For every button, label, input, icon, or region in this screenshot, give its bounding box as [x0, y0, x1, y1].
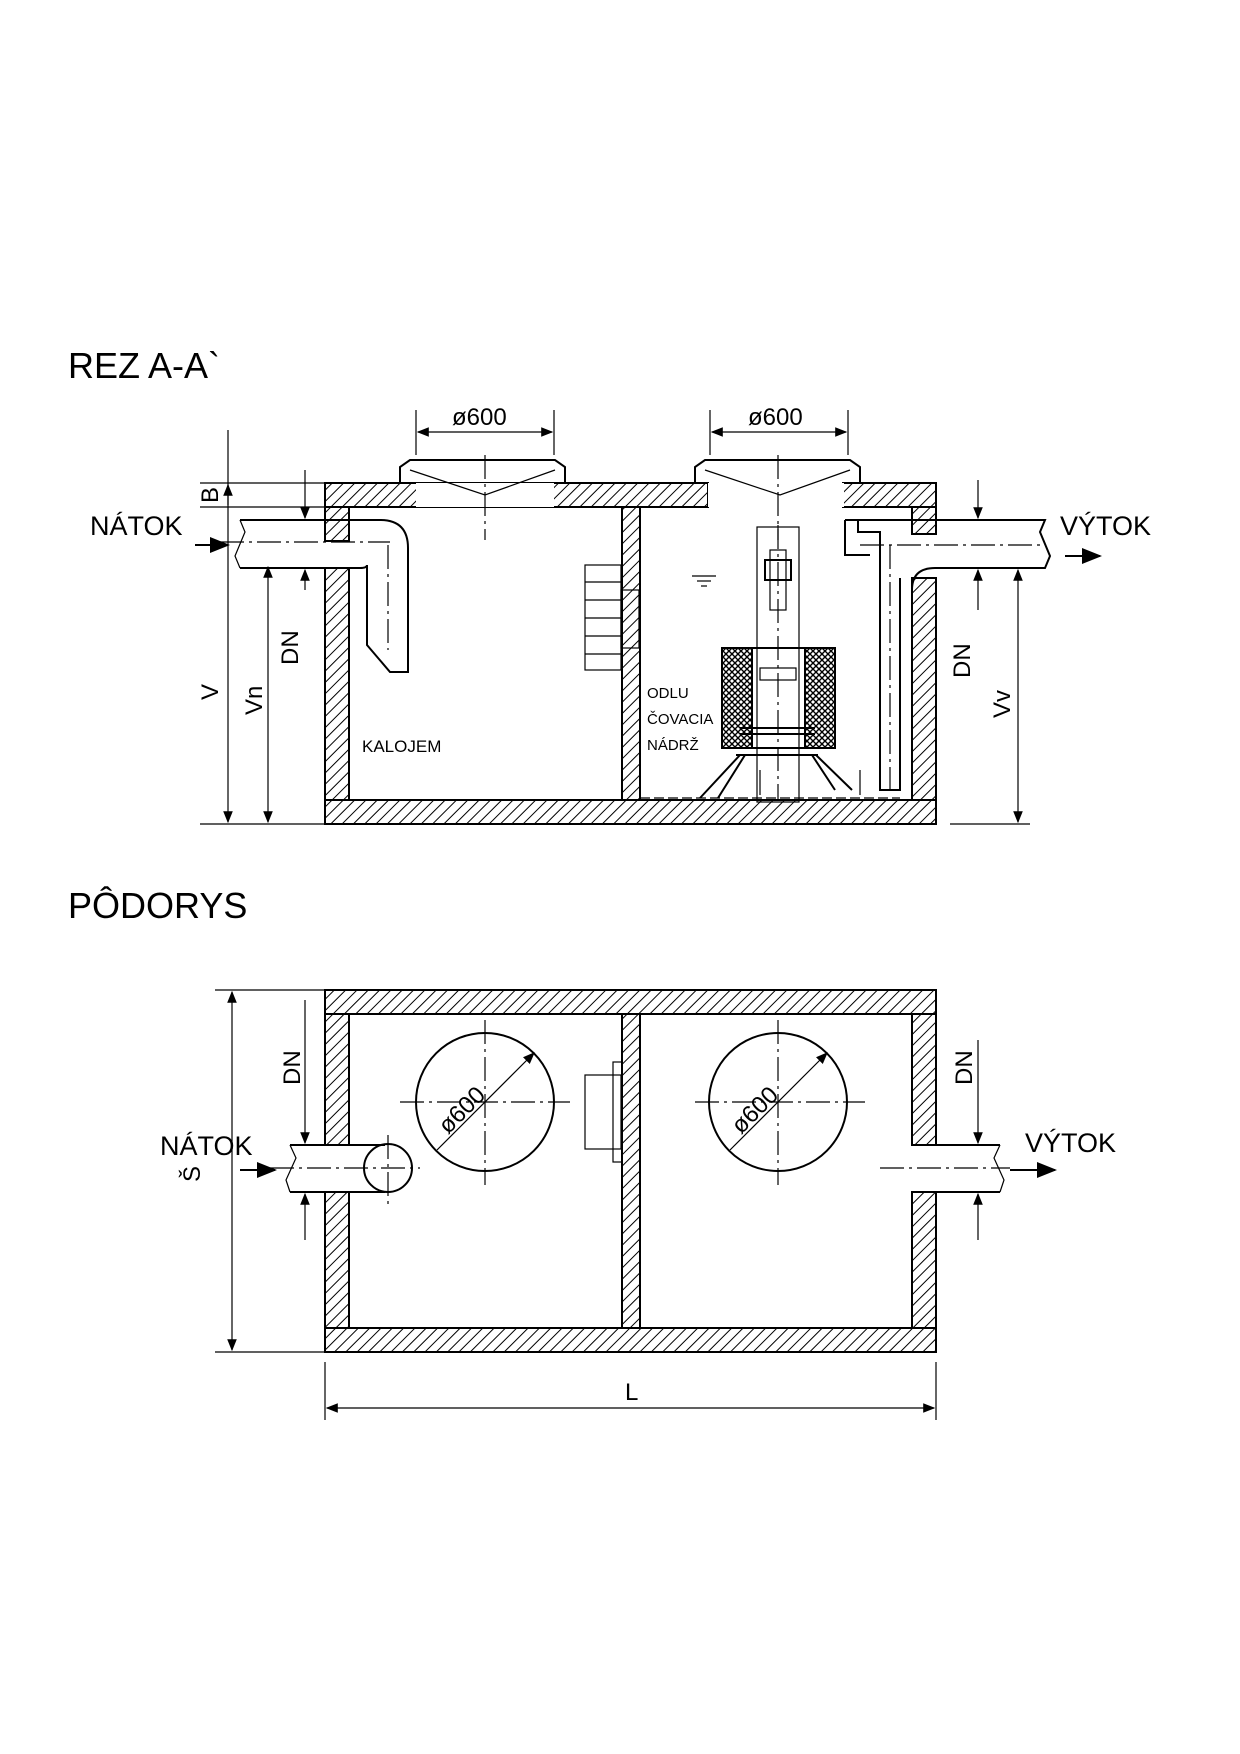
section-inlet-label: NÁTOK	[90, 511, 183, 541]
plan-manhole-left-dim: ø600	[433, 1081, 491, 1139]
separator-label-2: ČOVACIA	[647, 711, 713, 728]
roof-slab-middle	[552, 482, 709, 508]
plan-dim-L: L	[625, 1379, 638, 1406]
left-wall-top	[324, 506, 350, 542]
outlet-pipe	[845, 519, 1052, 591]
section-outlet-label: VÝTOK	[1060, 511, 1151, 541]
separator-unit	[699, 525, 853, 803]
separator-label-3: NÁDRŽ	[647, 737, 699, 754]
inlet-pipe	[240, 519, 409, 673]
plan-inlet-pipe	[290, 1144, 385, 1193]
plan-baffle	[584, 1074, 622, 1150]
plan-outlet-label: VÝTOK	[1025, 1128, 1116, 1158]
plan-view: ø600 ø600 NÁTOK VÝTOK DN Š DN	[160, 989, 1116, 1420]
partition-wall	[621, 506, 641, 801]
plan-left-wall-top	[324, 1013, 350, 1146]
plan-title: PÔDORYS	[68, 885, 247, 926]
manhole-frame-left	[399, 459, 566, 483]
floor-slab	[324, 799, 937, 825]
plan-bottom-wall	[324, 1327, 937, 1353]
dim-DN-out: DN	[949, 643, 976, 678]
dim-Vv: Vv	[989, 690, 1016, 718]
manhole-right-dim: ø600	[748, 404, 803, 431]
dim-DN-in: DN	[277, 630, 304, 665]
plan-outlet-pipe	[912, 1144, 1000, 1193]
section-title: REZ A-A`	[68, 345, 220, 386]
left-wall	[324, 567, 350, 801]
plan-right-wall-bottom	[911, 1191, 937, 1329]
separator-label-1: ODLU	[647, 685, 689, 702]
sludge-chamber-label: KALOJEM	[362, 737, 441, 756]
plan-dim-DN-out: DN	[951, 1050, 978, 1085]
manhole-left-dim: ø600	[452, 404, 507, 431]
section-view: ø600 ø600 NÁTOK VÝTOK	[90, 404, 1151, 825]
right-wall	[911, 577, 937, 801]
plan-partition	[621, 1013, 641, 1329]
plan-inlet-label: NÁTOK	[160, 1131, 253, 1161]
dim-V: V	[197, 684, 224, 700]
plan-right-wall-top	[911, 1013, 937, 1146]
plan-dim-DN-in: DN	[279, 1050, 306, 1085]
plan-manhole-right-dim: ø600	[726, 1081, 784, 1139]
plan-left-wall-bottom	[324, 1191, 350, 1329]
plan-top-wall	[324, 989, 937, 1015]
plan-dim-S: Š	[178, 1166, 206, 1182]
dim-B: B	[197, 487, 224, 503]
roof-slab-right	[842, 482, 937, 508]
dim-Vn: Vn	[241, 686, 268, 715]
